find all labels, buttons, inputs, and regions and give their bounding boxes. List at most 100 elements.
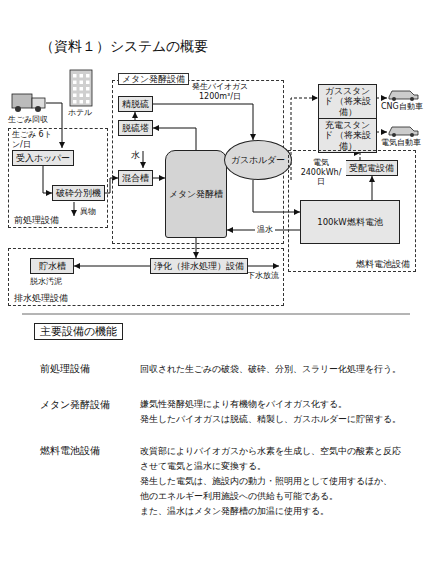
flow-connector bbox=[153, 128, 196, 150]
node-label: 受入ホッパー bbox=[16, 153, 70, 163]
building-window bbox=[73, 81, 77, 85]
flow-connector bbox=[135, 112, 136, 120]
building-window bbox=[80, 94, 84, 98]
node-label: メタン発酵槽 bbox=[169, 189, 223, 199]
region-label: メタン発酵設備 bbox=[118, 73, 189, 85]
description-text: また、温水はメタン発酵槽の加温に使用する。 bbox=[140, 506, 329, 517]
figure-label: 異物 bbox=[80, 207, 96, 217]
tank-box: 混合槽 bbox=[118, 170, 153, 186]
section-heading: 主要設備の機能 bbox=[34, 323, 123, 340]
region-label: 前処理設備 bbox=[12, 215, 61, 225]
car-wheel bbox=[392, 133, 396, 137]
building-window bbox=[73, 74, 77, 78]
flow-connector bbox=[372, 176, 373, 200]
flow-label: 温水 bbox=[255, 225, 275, 235]
page-title: （資料１）システムの概要 bbox=[40, 38, 208, 56]
description-text: 発生したバイオガスは脱硫、精製し、ガスホルダーに貯留する。 bbox=[140, 414, 401, 425]
supply-arrow bbox=[377, 98, 387, 99]
building-window bbox=[80, 87, 84, 91]
node-label: 破砕分別機 bbox=[56, 188, 101, 198]
separator-line bbox=[22, 314, 410, 315]
switchgear-box: 受配電設備 bbox=[345, 160, 398, 176]
car-wheel bbox=[410, 133, 414, 137]
description-text: メタン発酵設備 bbox=[40, 399, 110, 410]
node-label: 浄化（排水処理）設備 bbox=[154, 261, 244, 271]
truck-body bbox=[12, 94, 32, 108]
figure-label: 下水放流 bbox=[247, 271, 279, 281]
region-label: 排水処理設備 bbox=[12, 293, 70, 303]
fuel-cell-box: 100kW燃料電池 bbox=[300, 200, 400, 244]
building-windows bbox=[73, 74, 90, 104]
flow-connector bbox=[253, 180, 300, 212]
station-box: ガススタンド （将来設備） bbox=[318, 84, 377, 119]
building-window bbox=[80, 74, 84, 78]
flow-connector bbox=[43, 166, 52, 193]
building-window bbox=[86, 94, 90, 98]
description-text: 発生した電気は、施設内の動力・照明用として使用するほか、 bbox=[140, 476, 392, 487]
node-label: 受配電設備 bbox=[349, 163, 394, 173]
figure-label: 生ごみ 6トン/日 bbox=[12, 130, 58, 149]
car-wheel bbox=[410, 97, 414, 101]
process-region: メタン発酵設備精脱硫脱硫塔混合槽メタン発酵槽ガスホルダー bbox=[112, 80, 284, 244]
figure-label: 生ごみ回収 bbox=[8, 115, 48, 125]
region-label: 燃料電池設備 bbox=[354, 259, 412, 269]
node-label: 充電スタンド （将来設備） bbox=[322, 120, 373, 151]
node-label: 100kW燃料電池 bbox=[317, 217, 383, 227]
node-label: 混合槽 bbox=[122, 173, 149, 183]
tank-box: 貯水槽 bbox=[30, 258, 74, 274]
gas-holder: ガスホルダー bbox=[224, 140, 292, 180]
figure-label: 電気自動車 bbox=[381, 138, 421, 148]
building-window bbox=[86, 81, 90, 85]
collection-arrow bbox=[46, 103, 62, 148]
description-text: 回収された生ごみの破袋、破砕、分別、スラリー化処理を行う。 bbox=[140, 364, 401, 375]
description-text: 他のエネルギー利用施設への供給も可能である。 bbox=[140, 491, 338, 502]
tower-box: 脱硫塔 bbox=[118, 120, 153, 136]
tower-box: 精脱硫 bbox=[118, 96, 153, 112]
truck-wheel bbox=[15, 106, 21, 112]
treatment-box: 浄化（排水処理）設備 bbox=[150, 258, 248, 274]
figure-label: 水 bbox=[131, 150, 140, 161]
node-label: 貯水槽 bbox=[39, 261, 66, 271]
flow-label: 発生バイオガス 1200m³/日 bbox=[190, 82, 250, 101]
description-text: 燃料電池設備 bbox=[40, 445, 100, 456]
flow-label: 電気 2400kWh/日 bbox=[296, 158, 346, 187]
station-box: 充電スタンド （将来設備） bbox=[318, 118, 377, 153]
building-window bbox=[80, 81, 84, 85]
crusher-box: 破砕分別機 bbox=[52, 185, 105, 201]
reject-arrow bbox=[74, 202, 75, 216]
digester-tank: メタン発酵槽 bbox=[165, 150, 227, 238]
car-wheel bbox=[392, 97, 396, 101]
building-window bbox=[86, 87, 90, 91]
building-window bbox=[80, 100, 84, 104]
node-label: ガスホルダー bbox=[231, 155, 285, 165]
supply-arrow bbox=[377, 132, 387, 133]
node-label: ガススタンド （将来設備） bbox=[322, 86, 373, 117]
car-figure bbox=[389, 91, 418, 101]
description-text: 前処理設備 bbox=[40, 363, 90, 374]
node-label: 脱硫塔 bbox=[122, 123, 149, 133]
hotel-figure bbox=[70, 70, 92, 106]
building-window bbox=[73, 94, 77, 98]
truck-figure bbox=[12, 94, 45, 112]
building-window bbox=[73, 100, 77, 104]
figure-label: CNG自動車 bbox=[381, 102, 423, 112]
node-label: 精脱硫 bbox=[122, 99, 149, 109]
car-figure bbox=[389, 127, 418, 137]
flow-connector bbox=[153, 104, 253, 140]
building-window bbox=[73, 87, 77, 91]
discharge-arrow bbox=[248, 266, 279, 267]
hopper-box: 受入ホッパー bbox=[12, 150, 74, 166]
truck-wheel bbox=[35, 106, 41, 112]
description-text: 改質部によりバイオガスから水素を生成し、空気中の酸素と反応 bbox=[140, 446, 401, 457]
description-text: させて電気と温水に変換する。 bbox=[140, 461, 266, 472]
flow-connector bbox=[74, 266, 150, 267]
node-label: 主要設備の機能 bbox=[40, 325, 117, 338]
flow-connector bbox=[153, 178, 165, 179]
figure-label: ホテル bbox=[68, 108, 92, 118]
building bbox=[70, 70, 92, 106]
water-arrow bbox=[143, 151, 144, 168]
building-window bbox=[86, 100, 90, 104]
building-window bbox=[86, 74, 90, 78]
figure-label: 脱水汚泥 bbox=[30, 277, 62, 287]
